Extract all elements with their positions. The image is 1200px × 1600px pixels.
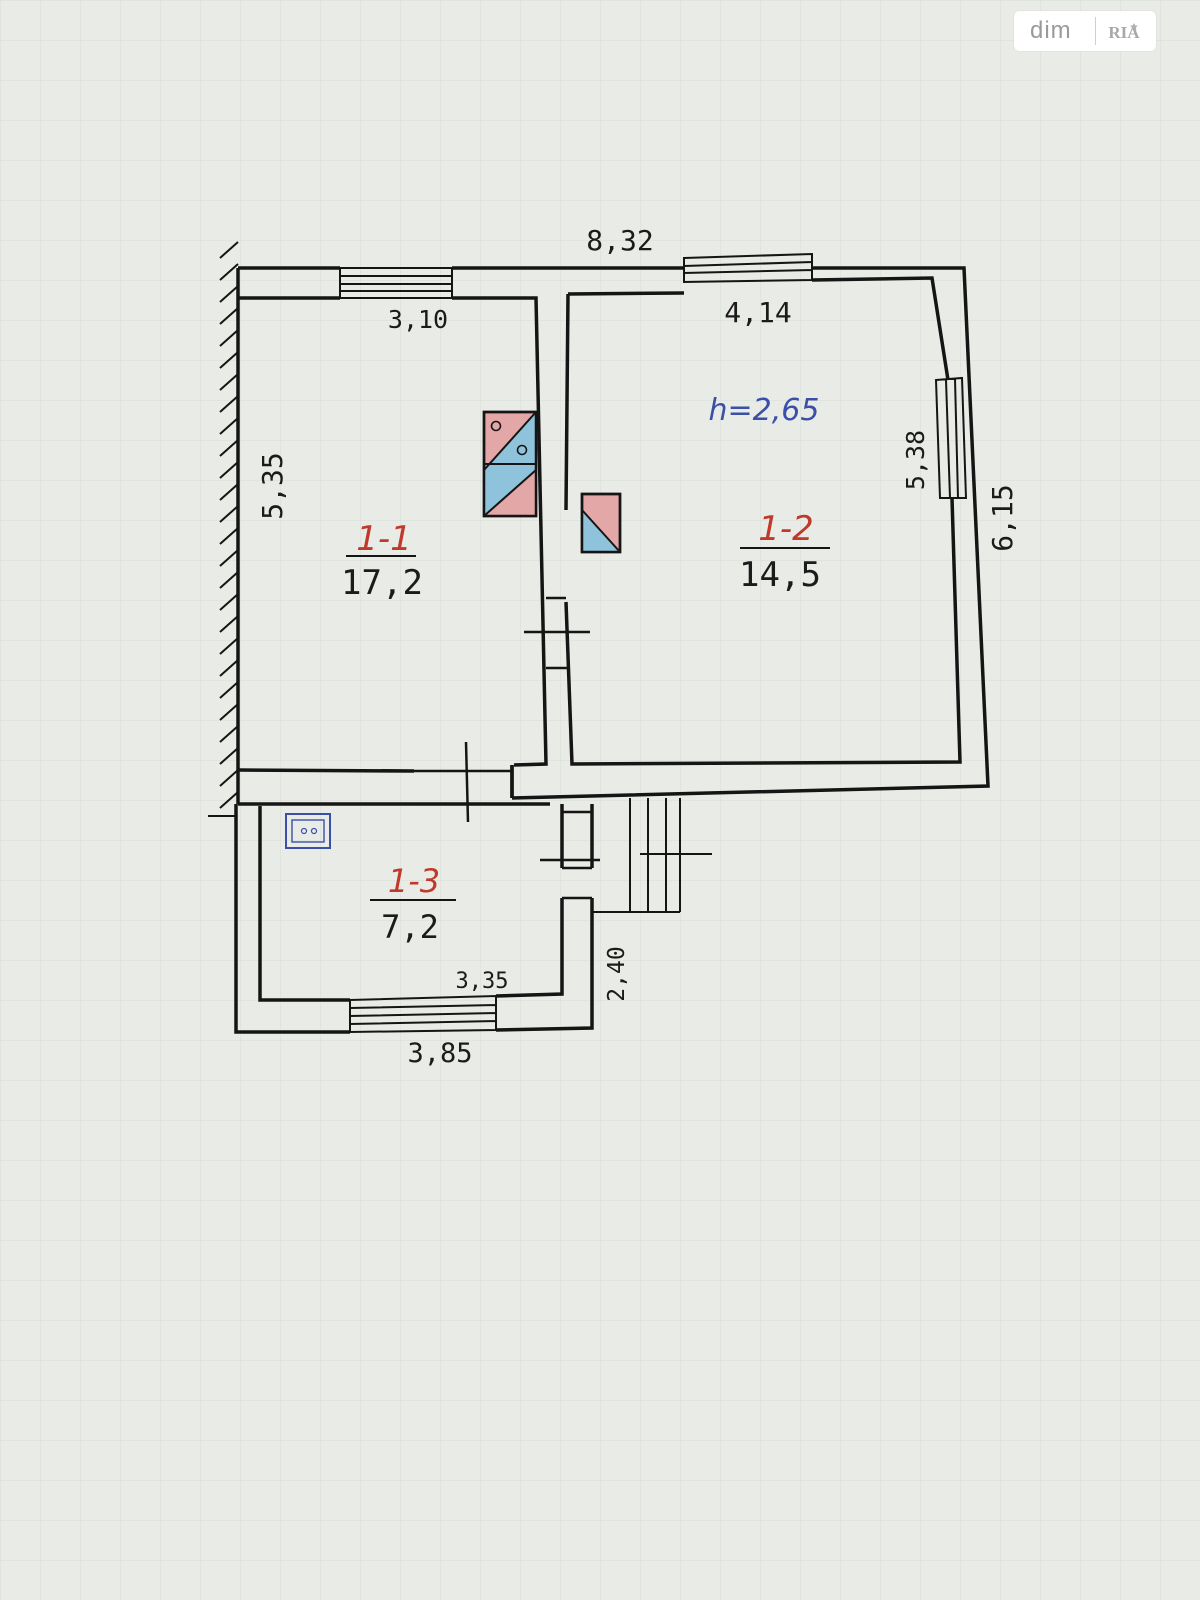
room-1-1-area: 17,2: [341, 563, 423, 603]
wall-room-1-2-inner: [564, 276, 962, 766]
room-1-3-inner-width-label: 3,35: [456, 969, 509, 994]
door-room-1-1-to-1-2: [524, 596, 590, 670]
room-1-3-area: 7,2: [381, 908, 439, 946]
room-1-2-top-width-label: 4,14: [724, 296, 791, 329]
ria-logo-icon: RIA: [1095, 17, 1140, 45]
door-room-1-3-entry: [540, 810, 600, 900]
left-hatch: [219, 241, 239, 809]
stove-room-1-3: [285, 813, 331, 849]
room-1-3-label: 1-3: [388, 862, 440, 900]
door-room-1-1-to-1-3: [414, 741, 512, 823]
porch-steps: [592, 798, 712, 913]
room-1-1-depth-label: 5,35: [256, 452, 289, 519]
room-1-2-area: 14,5: [739, 555, 821, 595]
room-1-3-outer-width-label: 3,85: [407, 1038, 472, 1069]
ceiling-height-label: h=2,65: [709, 393, 820, 428]
wall-room-1-3-door-jambs: [560, 804, 594, 868]
stove-room-1-1: [482, 410, 538, 518]
room-1-2-label: 1-2: [758, 509, 814, 549]
stove-room-1-2: [580, 492, 622, 554]
window-top-right: [683, 252, 813, 284]
wall-room-1-3: [234, 804, 594, 1034]
overall-width-label: 8,32: [586, 224, 653, 257]
room-1-3-side-label: 2,40: [604, 946, 630, 1001]
window-right: [934, 376, 968, 499]
room-1-1-label: 1-1: [356, 519, 412, 559]
window-top-left: [339, 267, 453, 299]
dimria-watermark: dim RIA: [1014, 11, 1156, 51]
room-1-2-depth-label: 5,38: [901, 430, 930, 490]
watermark-brand: dim: [1030, 17, 1072, 44]
walls: [208, 241, 990, 1034]
window-bottom: [349, 994, 497, 1034]
overall-depth-label: 6,15: [986, 484, 1019, 551]
outer-wall: [236, 266, 990, 804]
room-1-1-top-width-label: 3,10: [388, 305, 448, 334]
